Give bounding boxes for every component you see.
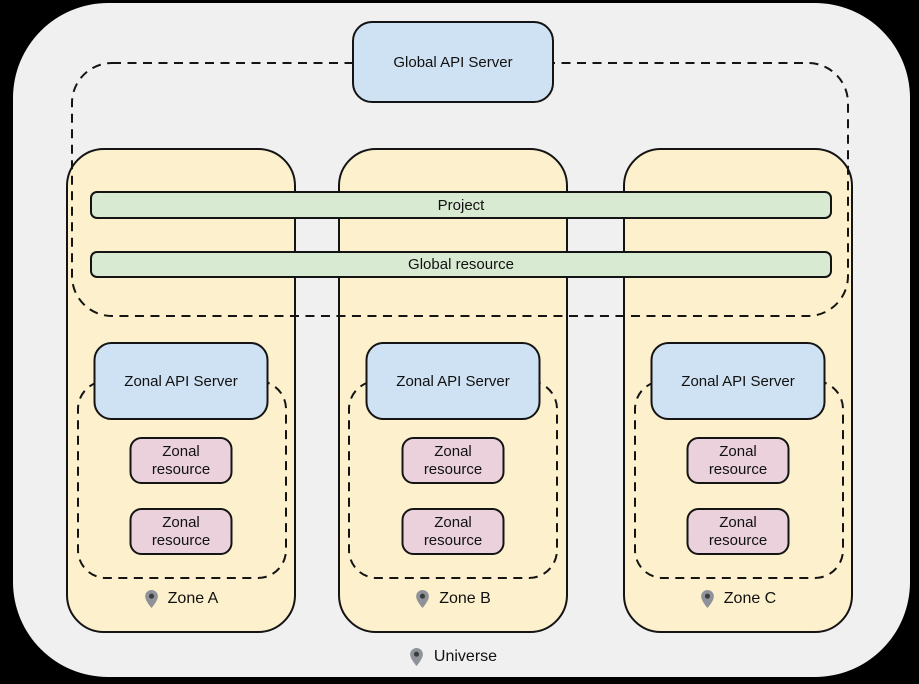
zonal-resource-box: Zonal resource bbox=[686, 437, 790, 484]
global-api-server-box: Global API Server bbox=[352, 21, 554, 103]
zone-name: Zone A bbox=[167, 590, 219, 607]
zone-a: Zonal API Server Zonal resource Zonal re… bbox=[66, 148, 296, 633]
zone-b: Zonal API Server Zonal resource Zonal re… bbox=[338, 148, 568, 633]
zonal-resource-box: Zonal resource bbox=[686, 508, 790, 555]
zonal-api-server-box: Zonal API Server bbox=[650, 342, 826, 420]
zonal-resource-box: Zonal resource bbox=[401, 437, 505, 484]
zonal-resource-box: Zonal resource bbox=[401, 508, 505, 555]
zone-name: Zone C bbox=[723, 590, 777, 607]
zone-label: Zone B bbox=[338, 586, 568, 612]
zone-label: Zone C bbox=[623, 586, 853, 612]
location-pin-icon bbox=[144, 590, 158, 608]
zone-c: Zonal API Server Zonal resource Zonal re… bbox=[623, 148, 853, 633]
universe-label: Universe bbox=[340, 644, 566, 670]
location-pin-icon bbox=[416, 590, 430, 608]
zonal-api-server-box: Zonal API Server bbox=[365, 342, 541, 420]
zonal-resource-box: Zonal resource bbox=[129, 508, 233, 555]
location-pin-icon bbox=[410, 648, 423, 666]
zonal-resource-box: Zonal resource bbox=[129, 437, 233, 484]
project-bar: Project bbox=[90, 191, 832, 219]
universe-name: Universe bbox=[433, 648, 498, 665]
location-pin-icon bbox=[700, 590, 714, 608]
global-resource-bar: Global resource bbox=[90, 251, 832, 278]
zonal-api-server-box: Zonal API Server bbox=[93, 342, 269, 420]
zone-name: Zone B bbox=[439, 590, 491, 607]
zone-label: Zone A bbox=[66, 586, 296, 612]
